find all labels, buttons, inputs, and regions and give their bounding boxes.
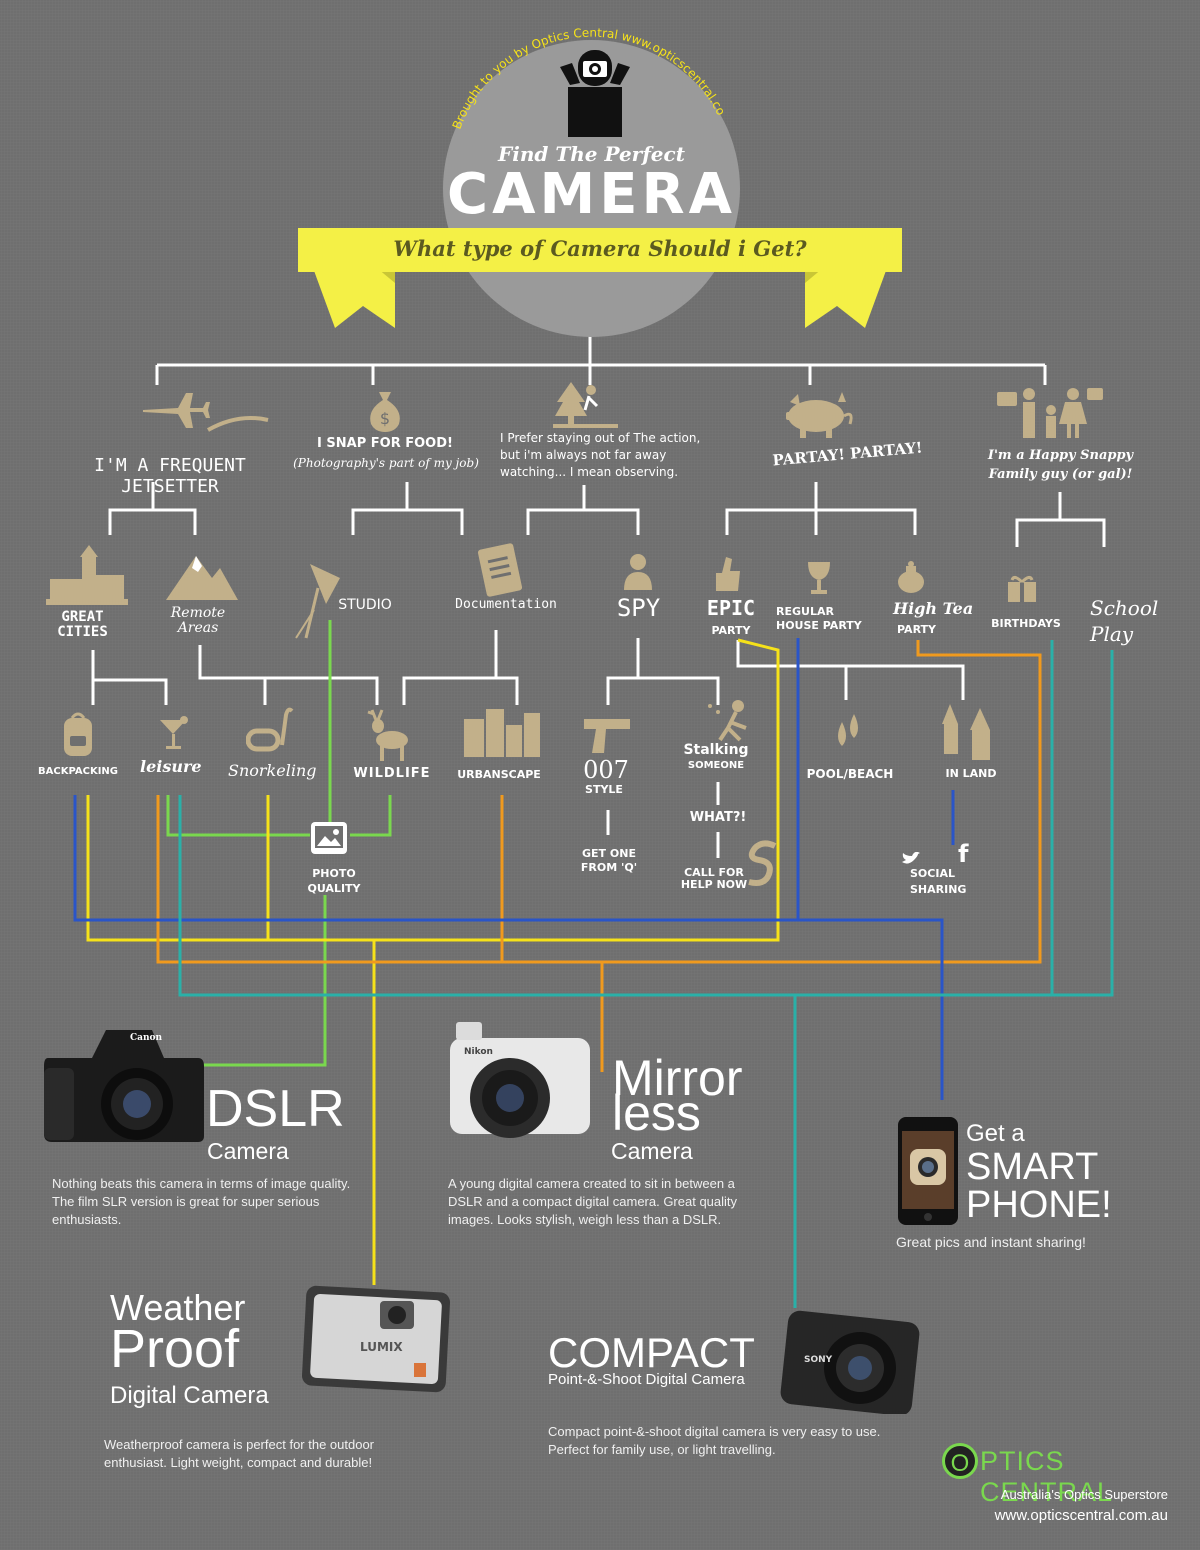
photographer-icon bbox=[560, 50, 630, 137]
pistol-icon bbox=[584, 719, 630, 753]
money-bag-icon: $ bbox=[370, 392, 400, 432]
sub-epic-party: PARTY bbox=[711, 624, 751, 637]
leaf-007-style: STYLE bbox=[585, 783, 623, 796]
footer-url[interactable]: www.opticscentral.com.au bbox=[994, 1507, 1168, 1524]
airplane-icon bbox=[143, 393, 269, 432]
category-family[interactable]: I'm a Happy Snappy Family guy (or gal)! bbox=[987, 448, 1134, 482]
smartphone-description: Great pics and instant sharing! bbox=[896, 1234, 1086, 1250]
backpack-icon bbox=[64, 712, 92, 756]
weatherproof-description: Weatherproof camera is perfect for the o… bbox=[104, 1437, 375, 1470]
twitter-icon bbox=[902, 852, 920, 864]
header-title: CAMERA bbox=[447, 162, 736, 227]
weatherproof-title-1[interactable]: Weather bbox=[110, 1287, 246, 1328]
deer-icon bbox=[367, 709, 408, 761]
gift-icon bbox=[1008, 575, 1036, 602]
sub-high-tea-party: PARTY bbox=[897, 623, 937, 636]
leaf-stalking-someone: SOMEONE bbox=[687, 760, 745, 771]
smartphone-image bbox=[898, 1117, 958, 1225]
weatherproof-brand: LUMIX bbox=[360, 1340, 403, 1354]
leaf-wildlife[interactable]: WILDLIFE bbox=[353, 766, 431, 781]
leaf-get-one-from-q[interactable]: GET ONE FROM 'Q' bbox=[580, 847, 638, 874]
leaf-what[interactable]: WHAT?! bbox=[689, 810, 747, 825]
sub-school-play[interactable]: School Play bbox=[1090, 596, 1159, 646]
mirrorless-camera-image: Nikon bbox=[450, 1022, 590, 1138]
compact-title[interactable]: COMPACT bbox=[548, 1329, 755, 1376]
category-jetsetter[interactable]: I'M A FREQUENT JETSETTER bbox=[94, 455, 246, 497]
leaf-pool-beach[interactable]: POOL/BEACH bbox=[806, 767, 894, 781]
stalker-icon bbox=[708, 700, 747, 742]
smartphone-title-2: SMART bbox=[966, 1146, 1099, 1188]
weatherproof-title-3: Digital Camera bbox=[110, 1382, 269, 1409]
gnomes-icon bbox=[942, 704, 990, 760]
mirrorless-description: A young digital camera created to sit in… bbox=[448, 1176, 738, 1227]
clipboard-icon bbox=[477, 543, 523, 597]
mirrorless-title-1[interactable]: Mirror bbox=[612, 1050, 743, 1106]
dslr-title[interactable]: DSLR bbox=[206, 1080, 345, 1138]
banner-text: What type of Camera Should i Get? bbox=[393, 236, 807, 261]
leaf-leisure[interactable]: leisure bbox=[140, 757, 202, 776]
optics-central-logo[interactable]: O PTICS CENTRAL bbox=[942, 1443, 1174, 1507]
leaf-snorkeling[interactable]: Snorkeling bbox=[228, 761, 317, 780]
category-food-subtitle: (Photography's part of my job) bbox=[293, 456, 479, 470]
thumbs-up-icon bbox=[716, 557, 740, 591]
studio-light-icon bbox=[295, 564, 340, 639]
sub-birthdays[interactable]: BIRTHDAYS bbox=[991, 617, 1061, 630]
svg-text:$: $ bbox=[380, 409, 390, 428]
leaf-urbanscape[interactable]: URBANSCAPE bbox=[457, 768, 541, 781]
banner-ribbon bbox=[298, 228, 902, 328]
mirrorless-title-2: less bbox=[612, 1085, 701, 1141]
compact-subtitle: Point-&-Shoot Digital Camera bbox=[548, 1371, 745, 1388]
pig-icon bbox=[786, 392, 853, 438]
compact-description: Compact point-&-shoot digital camera is … bbox=[548, 1424, 881, 1457]
dslr-camera-image: Canon bbox=[44, 1030, 204, 1142]
sub-great-cities[interactable]: GREAT CITIES bbox=[57, 609, 108, 640]
photo-icon bbox=[311, 822, 347, 854]
wine-glass-icon bbox=[808, 562, 830, 594]
sub-spy[interactable]: SPY bbox=[616, 594, 661, 622]
leaf-in-land[interactable]: IN LAND bbox=[945, 767, 997, 780]
compact-brand: SONY bbox=[804, 1355, 833, 1365]
sub-regular-house-party[interactable]: REGULAR HOUSE PARTY bbox=[776, 605, 862, 632]
sub-epic-title[interactable]: EPIC bbox=[706, 596, 756, 620]
snake-icon bbox=[748, 840, 777, 886]
city-icon bbox=[46, 545, 128, 605]
snorkel-icon bbox=[246, 707, 294, 752]
sub-remote-areas[interactable]: Remote Areas bbox=[170, 605, 226, 636]
smartphone-title-3: PHONE! bbox=[966, 1184, 1112, 1226]
facebook-icon: f bbox=[958, 840, 969, 868]
sub-studio[interactable]: STUDIO bbox=[338, 597, 392, 613]
smartphone-title-1[interactable]: Get a bbox=[966, 1120, 1025, 1147]
dslr-brand: Canon bbox=[130, 1033, 163, 1043]
sub-high-tea[interactable]: High Tea bbox=[893, 599, 974, 618]
leaf-photo-quality[interactable]: PHOTO QUALITY bbox=[307, 867, 361, 895]
water-drops-icon bbox=[838, 714, 858, 746]
mirrorless-brand: Nikon bbox=[464, 1047, 493, 1057]
leaf-backpacking[interactable]: BACKPACKING bbox=[38, 766, 118, 777]
family-icon bbox=[997, 388, 1103, 438]
weatherproof-title-2: Proof bbox=[110, 1319, 240, 1379]
leaf-call-for-help[interactable]: CALL FOR HELP NOW bbox=[680, 866, 748, 891]
cocktail-icon bbox=[160, 716, 188, 749]
category-food-title[interactable]: I SNAP FOR FOOD! bbox=[317, 436, 453, 451]
dslr-description: Nothing beats this camera in terms of im… bbox=[52, 1176, 351, 1227]
logo-brand-text: PTICS CENTRAL bbox=[980, 1446, 1114, 1507]
sub-documentation[interactable]: Documentation bbox=[455, 597, 557, 612]
leaf-social-sharing[interactable]: SOCIAL SHARING bbox=[910, 867, 967, 896]
leaf-stalking[interactable]: Stalking bbox=[683, 742, 749, 758]
spy-icon bbox=[624, 554, 652, 590]
mountain-icon bbox=[166, 556, 238, 600]
leaf-007[interactable]: 007 bbox=[583, 756, 629, 784]
compact-camera-image: SONY bbox=[780, 1310, 920, 1414]
footer-tagline: Australia's Optics Superstore bbox=[1000, 1487, 1168, 1502]
weatherproof-camera-image: LUMIX bbox=[301, 1285, 451, 1393]
dslr-subtitle: Camera bbox=[207, 1138, 289, 1164]
mirrorless-subtitle: Camera bbox=[611, 1138, 693, 1164]
buildings-icon bbox=[464, 709, 540, 757]
header-subtitle: Find The Perfect bbox=[498, 142, 685, 166]
category-action[interactable]: I Prefer staying out of The action, but … bbox=[500, 431, 701, 479]
logo-o-mark: O bbox=[942, 1443, 978, 1479]
tree-hiding-icon bbox=[553, 382, 618, 428]
teapot-icon bbox=[898, 561, 924, 593]
